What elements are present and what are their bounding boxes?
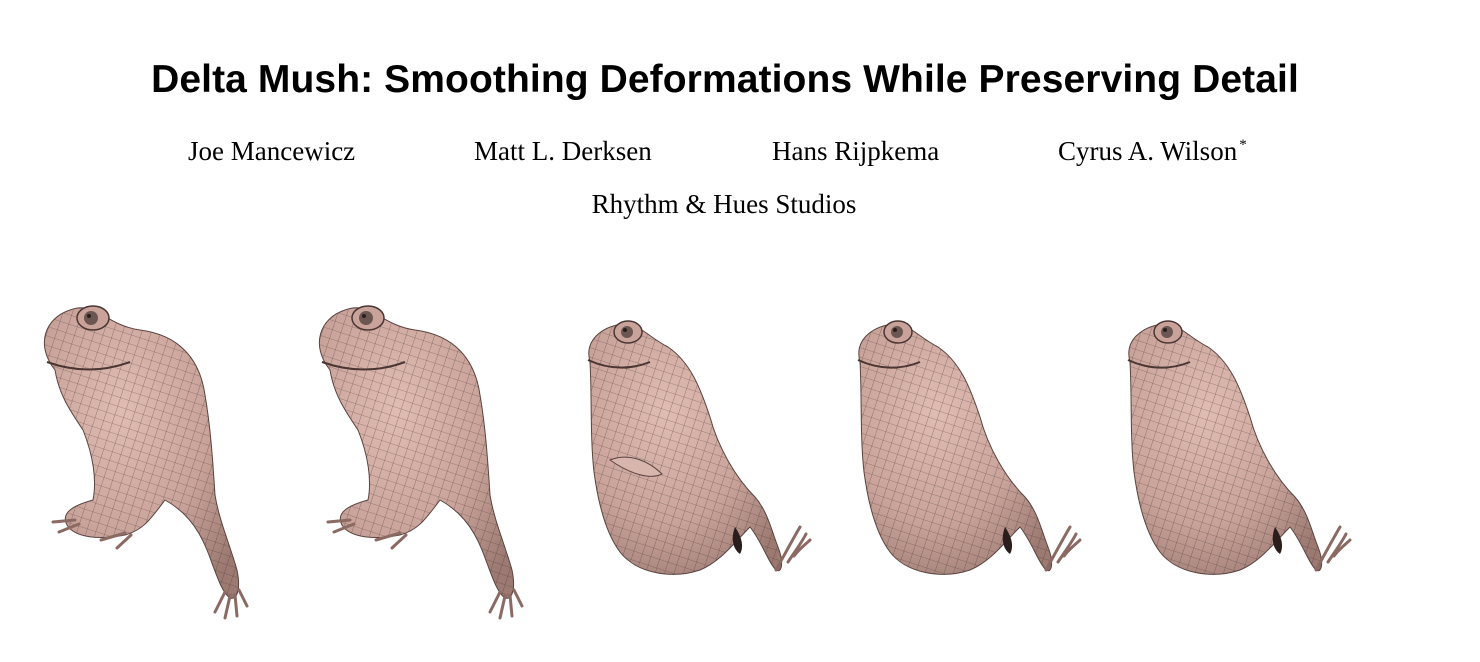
author-name: Joe Mancewicz (188, 136, 356, 166)
frog-pose-5 (1126, 319, 1352, 576)
frog-pose-2 (317, 304, 524, 620)
frog-pose-4 (856, 319, 1082, 576)
author-name: Matt L. Derksen (474, 136, 652, 166)
teaser-figure (42, 304, 1352, 620)
frog-pose-1 (42, 304, 249, 620)
author-name: Hans Rijpkema (772, 136, 940, 166)
author-name: Cyrus A. Wilson* (1058, 136, 1247, 166)
paper-title: Delta Mush: Smoothing Deformations While… (151, 58, 1299, 101)
affiliation: Rhythm & Hues Studios (591, 189, 857, 219)
footnote-marker: * (1239, 137, 1247, 153)
frog-pose-3 (586, 319, 812, 576)
